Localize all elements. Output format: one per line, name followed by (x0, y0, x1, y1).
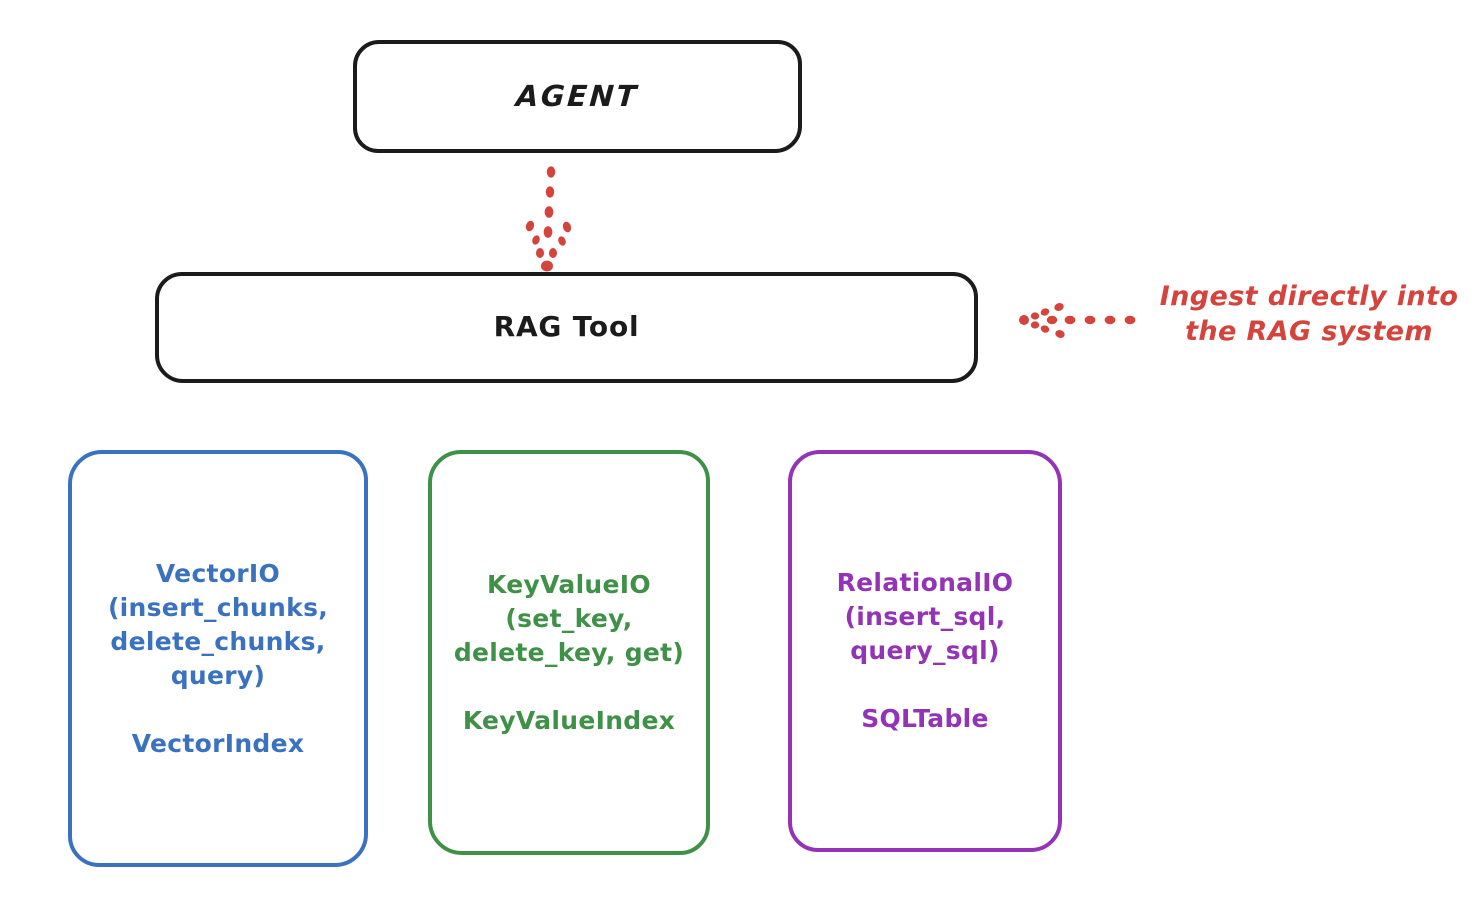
agent-to-rag-tool-arrow (525, 166, 572, 272)
ingest-to-rag-tool-arrow (1019, 303, 1136, 338)
vector-io-node[interactable]: VectorIO (insert_chunks, delete_chunks, … (68, 450, 368, 867)
relational-io-node[interactable]: RelationalIO (insert_sql, query_sql) SQL… (788, 450, 1062, 852)
ingest-annotation-text: Ingest directly into the RAG system (1159, 281, 1459, 348)
rag-tool-node[interactable]: RAG Tool (155, 272, 978, 383)
relational-io-node-label: RelationalIO (insert_sql, query_sql) SQL… (836, 568, 1014, 733)
rag-tool-node-label: RAG Tool (493, 310, 640, 344)
key-value-io-node[interactable]: KeyValueIO (set_key, delete_key, get) Ke… (428, 450, 710, 855)
key-value-io-node-label: KeyValueIO (set_key, delete_key, get) Ke… (453, 569, 685, 735)
agent-node-label: AGENT (515, 78, 641, 113)
agent-node[interactable]: AGENT (353, 40, 802, 153)
vector-io-node-label: VectorIO (insert_chunks, delete_chunks, … (107, 558, 329, 758)
